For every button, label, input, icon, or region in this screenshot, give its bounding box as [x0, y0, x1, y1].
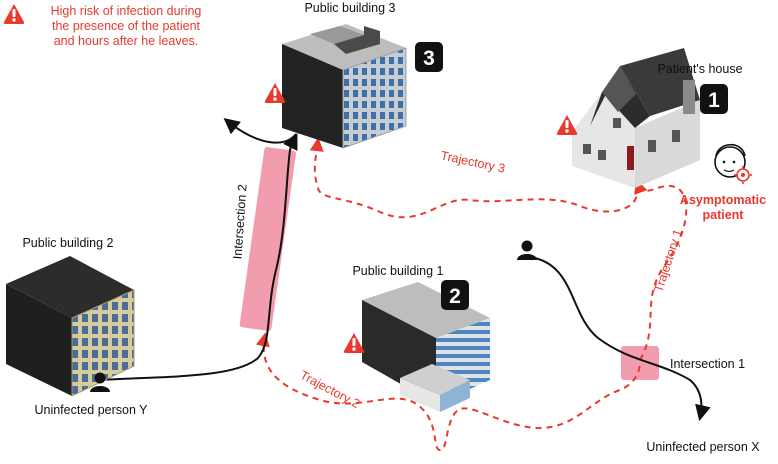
public-building-2: [6, 256, 135, 397]
building-3-exit-path: [223, 117, 297, 144]
trajectory-2-label: Trajectory 2: [298, 368, 362, 411]
person-x-path: [534, 257, 711, 422]
warning-icon: [343, 333, 365, 353]
building-3-label: Public building 3: [304, 1, 395, 15]
person-icon: [90, 372, 110, 392]
building-3-badge: 3: [415, 42, 443, 72]
intersection-2-label: Intersection 2: [230, 184, 249, 260]
person-x-label: Uninfected person X: [646, 440, 760, 454]
house-number: 1: [708, 89, 720, 112]
virus-icon: [734, 166, 752, 184]
trajectory-3-label: Trajectory 3: [439, 148, 506, 175]
warning-icon: [264, 83, 286, 103]
intersection-1-label: Intersection 1: [670, 357, 745, 371]
patient-face-icon: [714, 143, 746, 178]
legend-line-3: and hours after he leaves.: [54, 34, 199, 48]
building-1-number: 2: [449, 285, 461, 308]
person-y-label: Uninfected person Y: [34, 403, 148, 417]
warning-icon: [3, 4, 25, 24]
building-1-badge: 2: [441, 280, 469, 310]
person-y-path: [99, 133, 298, 381]
house-badge: 1: [700, 84, 728, 114]
legend-line-2: the presence of the patient: [52, 19, 201, 33]
person-icon: [517, 240, 537, 260]
building-2-label: Public building 2: [22, 236, 113, 250]
legend: High risk of infection during the presen…: [3, 4, 202, 48]
public-building-3: [282, 24, 407, 149]
patient-label-line-1: Asymptomatic: [680, 193, 766, 207]
patients-house: [572, 48, 700, 188]
intersection-1-zone: [621, 346, 659, 380]
public-building-1: [362, 282, 490, 412]
trajectory-3-path: [309, 137, 639, 219]
house-label: Patient's house: [657, 62, 742, 76]
trajectory-1-path: [634, 179, 688, 361]
warning-icon: [556, 115, 578, 135]
trajectory-2-path: [255, 332, 641, 451]
legend-line-1: High risk of infection during: [51, 4, 202, 18]
patient-label-line-2: patient: [703, 208, 745, 222]
building-3-number: 3: [423, 47, 435, 70]
intersection-2-zone: [239, 147, 296, 331]
building-1-label: Public building 1: [352, 264, 443, 278]
trajectory-1-label: Trajectory 1: [651, 227, 685, 294]
